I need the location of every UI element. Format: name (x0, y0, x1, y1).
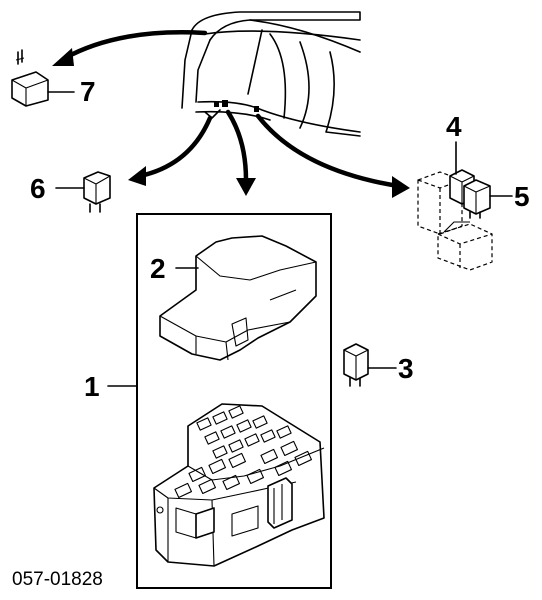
callout-6: 6 (30, 173, 46, 204)
location-arrows (52, 30, 410, 198)
part-number: 057-01828 (12, 569, 103, 590)
arrow-to-relay-7 (62, 30, 208, 61)
callout-3: 3 (398, 353, 414, 384)
callout-4: 4 (446, 111, 462, 142)
relay-3-icon (343, 343, 397, 387)
fuse-box-cover (159, 235, 317, 361)
callout-7: 7 (80, 76, 96, 107)
callout-1: 1 (84, 371, 100, 402)
arrow-to-relay-6 (137, 115, 213, 179)
arrow-to-relays-4-5 (255, 113, 401, 189)
fuse-box-frame (136, 213, 332, 589)
relay-7-icon (11, 49, 75, 107)
relay-bracket-dashed (417, 171, 493, 271)
relay-6-icon (55, 171, 111, 213)
fuse-block-body (153, 403, 325, 567)
callout-2: 2 (150, 253, 166, 284)
relay-5-icon (463, 179, 513, 219)
callout-5: 5 (514, 181, 530, 212)
fuse-slots (174, 405, 313, 499)
arrow-to-fuse-box (225, 109, 249, 183)
